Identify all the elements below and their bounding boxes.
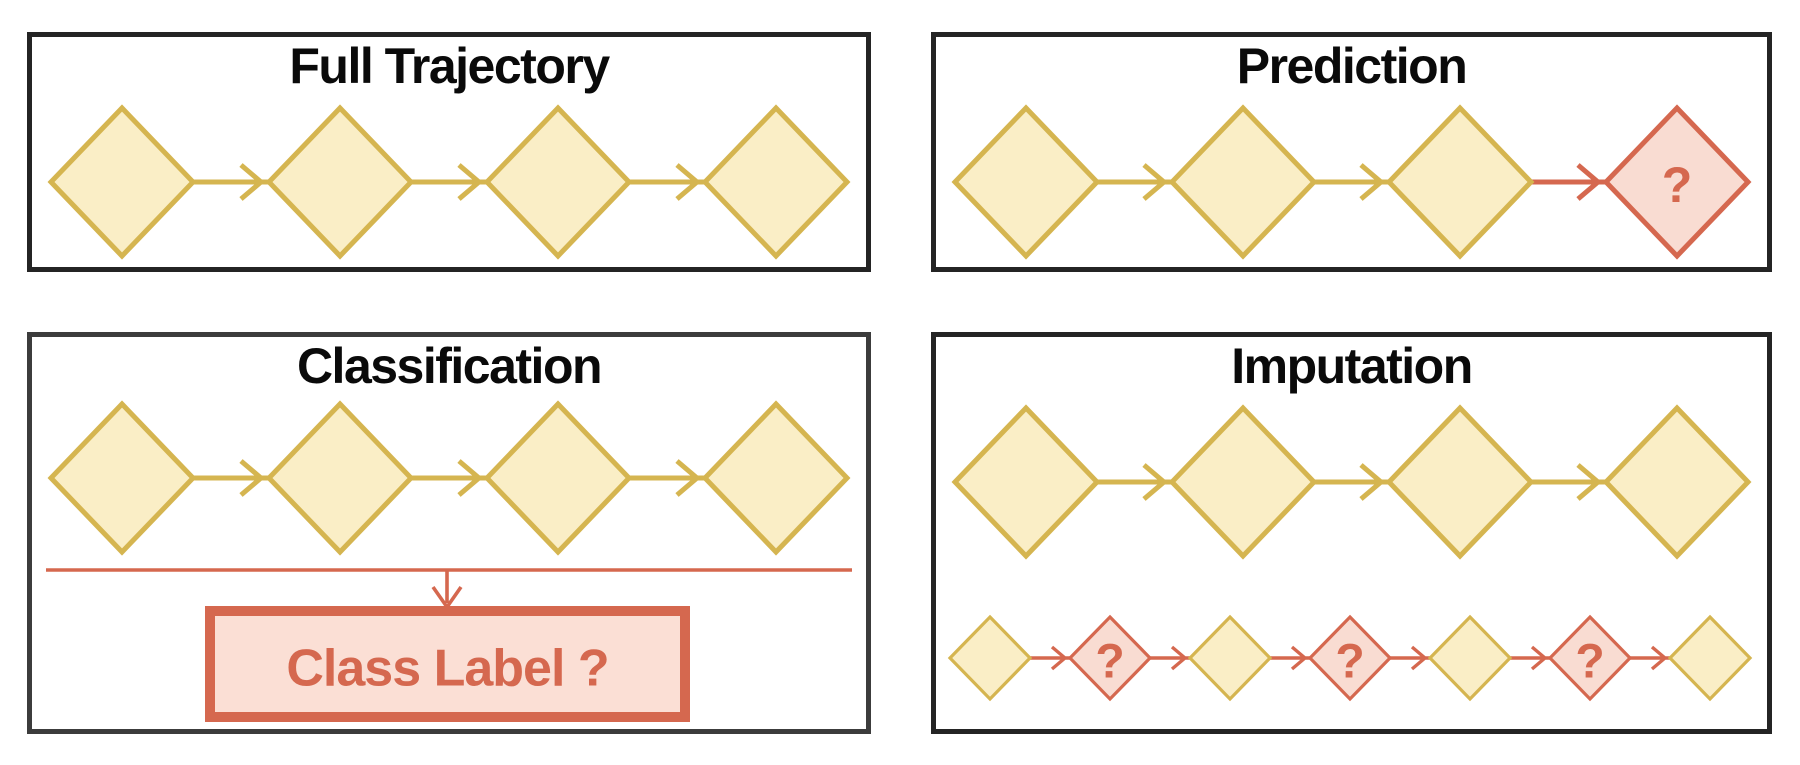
missing-state-diamond xyxy=(1547,614,1633,702)
transition-arrow xyxy=(1312,463,1399,501)
observed-state-diamond xyxy=(265,400,415,556)
prediction-diagram: ? xyxy=(951,104,1752,260)
observed-state-diamond xyxy=(951,104,1101,260)
class-label-box xyxy=(205,606,690,722)
transition-arrow xyxy=(1095,463,1182,501)
transition-arrow xyxy=(1529,463,1616,501)
observed-state-diamond xyxy=(47,104,197,260)
transition-arrow xyxy=(409,459,497,497)
observed-state-diamond xyxy=(1385,104,1535,260)
observed-state-diamond xyxy=(265,104,415,260)
full-trajectory-diagram xyxy=(47,104,851,260)
transition-arrow xyxy=(409,163,497,201)
question-mark-label: ? xyxy=(1095,635,1124,688)
missing-state-diamond xyxy=(1307,614,1393,702)
imputation-diagram: ??? xyxy=(947,404,1753,702)
observed-state-diamond xyxy=(1187,614,1273,702)
transition-arrow xyxy=(627,163,715,201)
observed-state-diamond xyxy=(1427,614,1513,702)
transition-arrow xyxy=(627,459,715,497)
observed-state-diamond xyxy=(1385,404,1535,560)
panel-prediction: Prediction ? xyxy=(931,32,1772,272)
observed-state-diamond xyxy=(47,400,197,556)
transition-arrow xyxy=(1095,163,1182,201)
transition-arrow xyxy=(1312,163,1399,201)
class-label-text: Class Label ? xyxy=(286,640,608,698)
observed-state-diamond xyxy=(1168,104,1318,260)
panel-classification: Classification Class Label ? xyxy=(27,332,871,734)
observed-state-diamond xyxy=(483,400,633,556)
missing-transition-arrow xyxy=(1529,163,1616,201)
question-mark-label: ? xyxy=(1335,635,1364,688)
observed-state-diamond xyxy=(483,104,633,260)
observed-state-diamond xyxy=(1667,614,1753,702)
collector-down-arrow xyxy=(431,570,463,609)
panel-full-trajectory: Full Trajectory xyxy=(27,32,871,272)
observed-state-diamond xyxy=(1168,404,1318,560)
missing-state-diamond xyxy=(1067,614,1153,702)
missing-state-diamond xyxy=(1602,104,1752,260)
observed-state-diamond xyxy=(701,104,851,260)
transition-arrow xyxy=(191,163,279,201)
observed-state-diamond xyxy=(701,400,851,556)
panel-imputation: Imputation ??? xyxy=(931,332,1772,734)
observed-state-diamond xyxy=(951,404,1101,560)
observed-state-diamond xyxy=(1602,404,1752,560)
question-mark-label: ? xyxy=(1662,157,1693,213)
transition-arrow xyxy=(191,459,279,497)
classification-diagram: Class Label ? xyxy=(46,400,852,722)
observed-state-diamond xyxy=(947,614,1033,702)
question-mark-label: ? xyxy=(1575,635,1604,688)
